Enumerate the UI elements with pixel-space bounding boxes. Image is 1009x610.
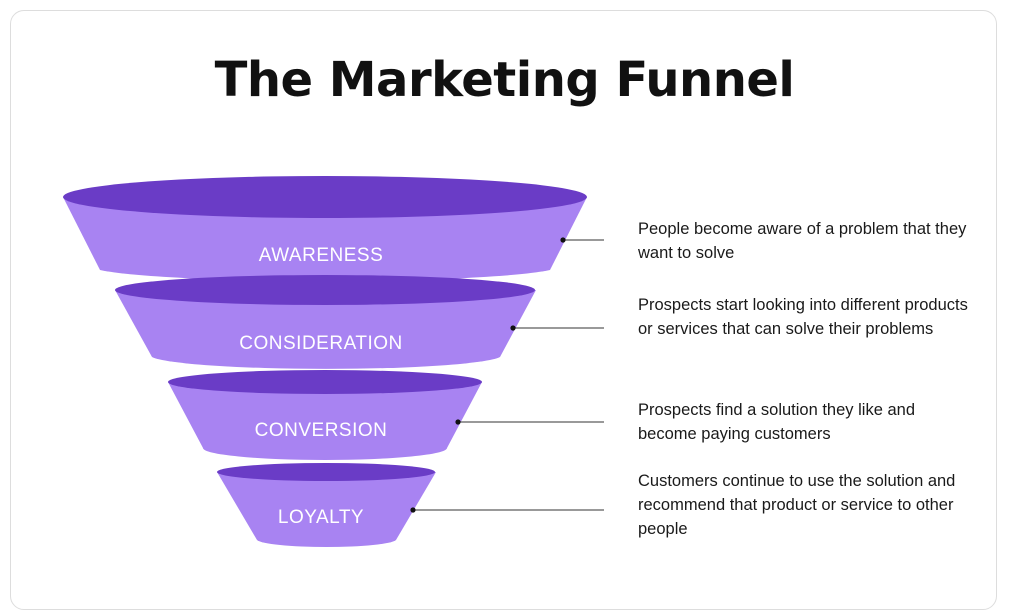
- connector-consideration: [510, 325, 604, 331]
- stage-label-conversion: CONVERSION: [255, 420, 388, 441]
- page-title: The Marketing Funnel: [214, 52, 795, 108]
- funnel-stage-body: [115, 290, 536, 369]
- funnel-stage-awareness: AWARENESS: [63, 176, 587, 282]
- funnel-diagram: AWARENESS CONSIDERATION CONVERSION LOYAL…: [63, 176, 604, 548]
- connector-conversion: [455, 419, 604, 425]
- funnel-stage-body: [168, 382, 482, 460]
- funnel-stage-consideration: CONSIDERATION: [115, 275, 536, 369]
- stage-description-conversion: Prospects find a solution they like and …: [638, 401, 915, 443]
- funnel-stage-body: [217, 472, 436, 548]
- funnel-stage-body: [63, 197, 587, 282]
- stage-description-consideration: Prospects start looking into different p…: [638, 296, 968, 338]
- funnel-stage-rim: [63, 176, 587, 218]
- funnel-stage-rim: [115, 275, 535, 305]
- stage-description-loyalty: Customers continue to use the solution a…: [638, 472, 956, 538]
- stage-label-awareness: AWARENESS: [259, 245, 384, 266]
- stage-description-awareness: People become aware of a problem that th…: [638, 220, 967, 262]
- connector-loyalty: [410, 507, 604, 513]
- connector-awareness: [560, 237, 604, 243]
- stage-label-loyalty: LOYALTY: [278, 507, 364, 528]
- stage-label-consideration: CONSIDERATION: [239, 333, 402, 354]
- funnel-stage-rim: [217, 463, 435, 481]
- funnel-stage-loyalty: LOYALTY: [217, 463, 436, 548]
- funnel-stage-conversion: CONVERSION: [168, 370, 482, 460]
- funnel-stage-rim: [168, 370, 482, 394]
